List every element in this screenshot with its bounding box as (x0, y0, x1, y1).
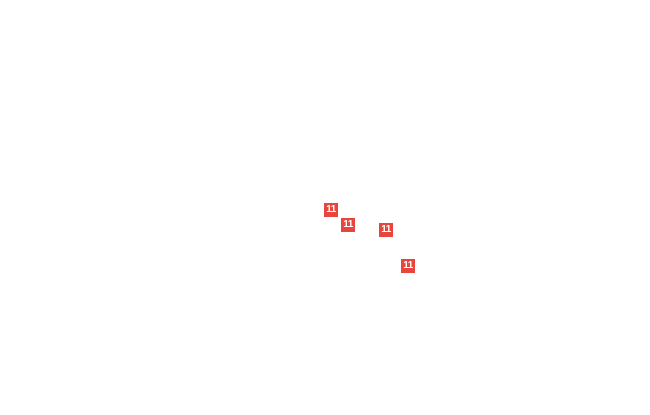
map-marker[interactable]: 11 (401, 259, 415, 273)
map-marker[interactable]: 11 (324, 203, 338, 217)
map-marker[interactable]: 11 (379, 223, 393, 237)
map-marker[interactable]: 11 (341, 218, 355, 232)
